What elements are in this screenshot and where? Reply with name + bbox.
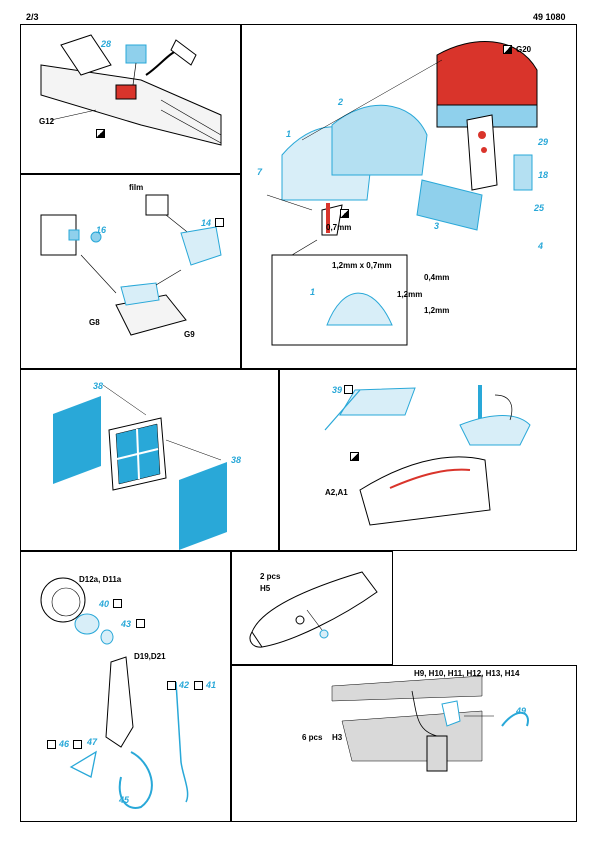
ref-d19-label: D19,D21	[134, 652, 166, 661]
film-drawing	[40, 194, 222, 336]
bend-icon	[350, 452, 359, 461]
film-label: film	[129, 183, 144, 192]
part-7-label: 7	[257, 167, 263, 177]
ref-h5-label: H5	[260, 584, 271, 593]
part-38a-label: 38	[93, 381, 104, 391]
dim-12b-label: 1,2mm	[424, 306, 450, 315]
panel-tail: 39 A2,A1	[279, 369, 577, 551]
part-1-label: 1	[286, 129, 292, 139]
glue-icon	[73, 740, 82, 749]
part-2-label: 2	[338, 97, 344, 107]
glue-icon	[167, 681, 176, 690]
h3-drawing	[331, 675, 529, 772]
part-18-label: 18	[538, 170, 549, 180]
part-38b-label: 38	[231, 455, 242, 465]
panel-h5: 2 pcs H5	[231, 551, 393, 665]
glue-icon	[215, 218, 224, 227]
glue-icon	[344, 385, 353, 394]
panel-seat-g12: 28 G12	[20, 24, 241, 174]
bend-icon	[503, 45, 512, 54]
bend-icon	[96, 129, 105, 138]
panel-film-g8: film 14 16 G8 G9	[20, 174, 241, 369]
ref-g20-label: G20	[516, 45, 532, 54]
part-42-label: 42	[179, 680, 190, 690]
part-39-label: 39	[332, 385, 343, 395]
part-43-label: 43	[121, 619, 132, 629]
page-number: 2/3	[26, 12, 39, 22]
dim-04-label: 0,4mm	[424, 273, 450, 282]
h5-drawing	[249, 571, 378, 648]
part-45-label: 45	[119, 795, 130, 805]
part-29-label: 29	[538, 137, 549, 147]
part-49-label: 49	[516, 706, 527, 716]
part-47-label: 47	[87, 737, 98, 747]
part-16-label: 16	[96, 225, 107, 235]
panel-landing-gear: D12a, D11a 40 43 D19,D21 42 41 46 47 45	[20, 551, 231, 822]
dim-07-label: 0,7mm	[326, 223, 352, 232]
glue-icon	[136, 619, 145, 628]
part-3-label: 3	[434, 221, 440, 231]
part-4-label: 4	[538, 241, 544, 251]
instrument-drawing	[266, 41, 538, 346]
part-40-label: 40	[99, 599, 110, 609]
panel-h3: H9, H10, H11, H12, H13, H14 6 pcs H3 49	[231, 665, 577, 822]
product-code: 49 1080	[533, 12, 566, 22]
ref-a2a1-label: A2,A1	[325, 488, 348, 497]
part-38-drawing	[53, 384, 227, 550]
ref-g12-label: G12	[39, 117, 55, 126]
ref-d12-label: D12a, D11a	[79, 575, 122, 584]
dim-main-label: 1,2mm x 0,7mm	[332, 261, 392, 270]
dim-12a-label: 1,2mm	[397, 290, 423, 299]
qty-label: 6 pcs	[302, 733, 323, 742]
refs-h-label: H9, H10, H11, H12, H13, H14	[414, 669, 520, 678]
bend-icon	[340, 209, 349, 218]
part-46-label: 46	[59, 739, 70, 749]
part-28-label: 28	[101, 39, 112, 49]
inset-part-1-label: 1	[310, 287, 316, 297]
part-25-label: 25	[534, 203, 545, 213]
panel-instrument: G20 2 1 7 29 18 25 3 4 0,7mm 1,2mm x 0,7…	[241, 24, 577, 369]
ref-g9-label: G9	[184, 330, 195, 339]
tail-drawing	[324, 385, 531, 526]
glue-icon	[113, 599, 122, 608]
qty-label: 2 pcs	[260, 572, 281, 581]
part-14-label: 14	[201, 218, 212, 228]
part-41-label: 41	[206, 680, 217, 690]
gear-drawing	[40, 577, 189, 809]
seat-drawing	[40, 34, 222, 146]
glue-icon	[47, 740, 56, 749]
ref-h3-label: H3	[332, 733, 343, 742]
panel-part-38: 38 38	[20, 369, 279, 551]
ref-g8-label: G8	[89, 318, 100, 327]
glue-icon	[194, 681, 203, 690]
